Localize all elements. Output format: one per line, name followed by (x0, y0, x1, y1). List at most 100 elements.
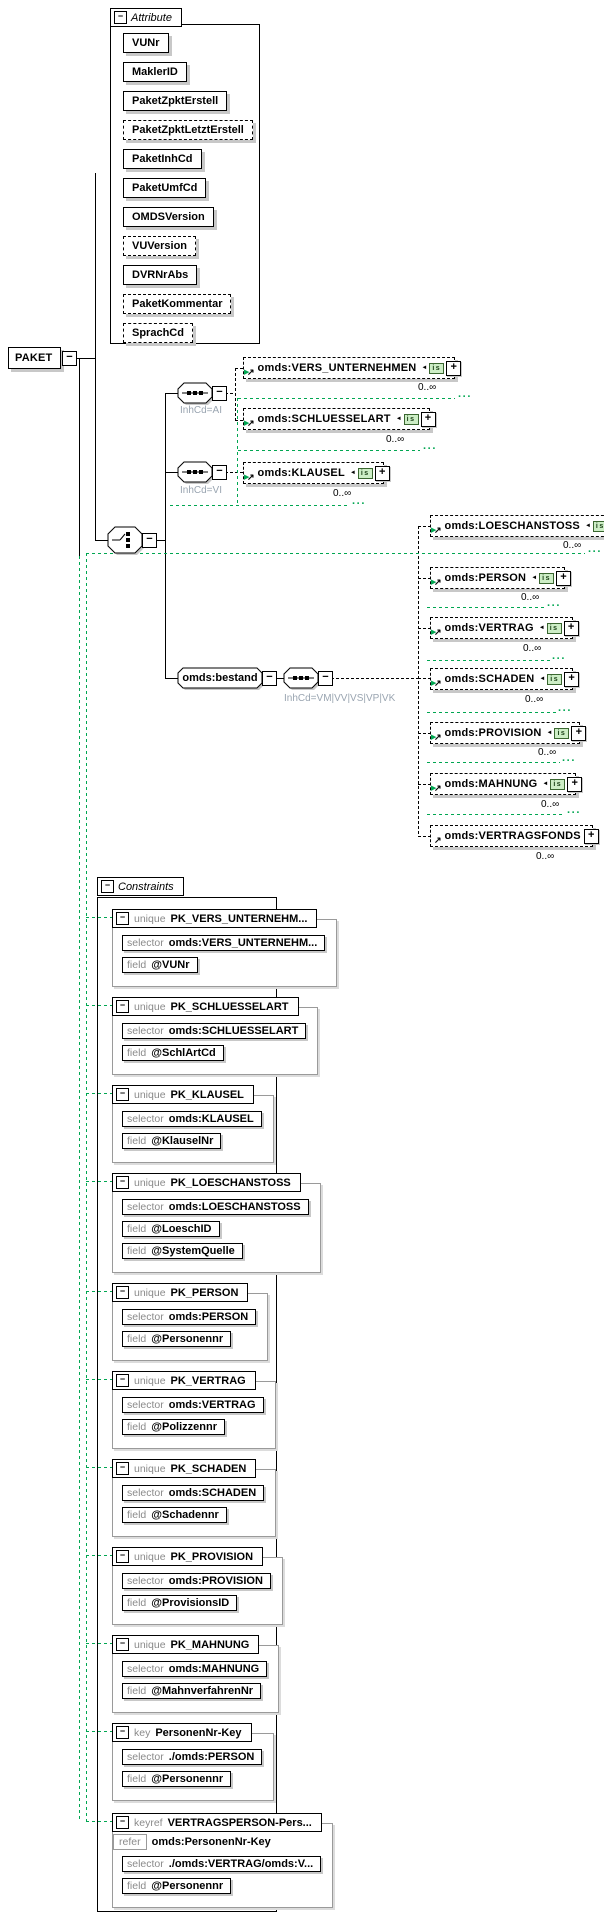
field-row[interactable]: field @VUNr (122, 957, 198, 973)
collapse-icon[interactable]: − (116, 912, 129, 925)
element-loeschanstoss[interactable]: ↗ omds:LOESCHANSTOSS ◄ is + (430, 515, 604, 537)
collapse-icon[interactable]: − (318, 671, 333, 686)
constraint-header[interactable]: − unique PK_SCHLUESSELART (112, 997, 299, 1016)
constraints-tab[interactable]: − Constraints (97, 877, 184, 896)
collapse-icon[interactable]: − (116, 1816, 129, 1829)
expand-icon[interactable]: + (556, 570, 571, 586)
field-row[interactable]: field @Personennr (122, 1331, 232, 1347)
collapse-icon[interactable]: − (101, 880, 114, 893)
constraint-header[interactable]: − unique PK_LOESCHANSTOSS (112, 1173, 301, 1192)
collapse-icon[interactable]: − (116, 1462, 129, 1475)
expand-icon[interactable]: + (583, 828, 599, 844)
collapse-icon[interactable]: − (62, 351, 77, 366)
constraint-header[interactable]: − unique PK_PROVISION (112, 1547, 264, 1566)
field-row[interactable]: field @SchlArtCd (122, 1045, 224, 1061)
constraint-header[interactable]: − unique PK_VERTRAG (112, 1371, 256, 1390)
selector-row[interactable]: selector ./omds:VERTRAG/omds:V... (122, 1856, 322, 1872)
field-row[interactable]: field @MahnverfahrenNr (122, 1683, 262, 1699)
collapse-icon[interactable]: − (116, 1088, 129, 1101)
element-schaden[interactable]: ↗ omds:SCHADEN ◄ is + (430, 668, 580, 690)
attribute-vuversion[interactable]: VUVersion (123, 236, 197, 256)
constraint-header[interactable]: − unique PK_MAHNUNG (112, 1635, 260, 1654)
element-vertrag[interactable]: ↗ omds:VERTRAG ◄ is + (430, 617, 579, 639)
collapse-icon[interactable]: − (116, 1176, 129, 1189)
attribute-tab-label: Attribute (131, 11, 172, 24)
occurrence-label: 0..∞ (563, 540, 582, 551)
selector-row[interactable]: selector omds:MAHNUNG (122, 1661, 268, 1677)
expand-icon[interactable]: + (374, 465, 390, 481)
element-paket[interactable]: PAKET (8, 347, 62, 369)
field-row[interactable]: field @SystemQuelle (122, 1243, 243, 1259)
collapse-icon[interactable]: − (116, 1550, 129, 1563)
element-provision[interactable]: ↗ omds:PROVISION ◄ is + (430, 722, 587, 744)
element-bestand[interactable]: omds:bestand (182, 672, 258, 684)
collapse-icon[interactable]: − (116, 1374, 129, 1387)
collapse-icon[interactable]: − (262, 671, 277, 686)
attribute-dvrnrabs[interactable]: DVRNrAbs (123, 265, 198, 285)
expand-icon[interactable]: + (420, 411, 436, 427)
collapse-icon[interactable]: − (116, 1638, 129, 1651)
attribute-paketkommentar[interactable]: PaketKommentar (123, 294, 232, 314)
constraint-header[interactable]: − key PersonenNr-Key (112, 1723, 252, 1742)
refer-keyword: refer (113, 1834, 147, 1850)
attribute-paketzpkterstell[interactable]: PaketZpktErstell (123, 91, 228, 111)
collapse-icon[interactable]: − (212, 386, 227, 401)
selector-keyword: selector (127, 1399, 164, 1411)
expand-icon[interactable]: + (563, 620, 579, 636)
selector-row[interactable]: selector omds:PROVISION (122, 1573, 271, 1589)
collapse-icon[interactable]: − (114, 11, 127, 24)
collapse-icon[interactable]: − (116, 1726, 129, 1739)
element-mahnung[interactable]: ↗ omds:MAHNUNG ◄ is + (430, 773, 583, 795)
field-value: @MahnverfahrenNr (151, 1685, 254, 1697)
attribute-paketzpktletzterstell[interactable]: PaketZpktLetztErstell (123, 120, 253, 140)
field-row[interactable]: field @LoeschID (122, 1221, 220, 1237)
element-person[interactable]: ↗ omds:PERSON ◄ is + (430, 567, 571, 589)
collapse-icon[interactable]: − (142, 533, 157, 548)
selector-row[interactable]: selector omds:LOESCHANSTOSS (122, 1199, 309, 1215)
attribute-paketinhcd[interactable]: PaketInhCd (123, 149, 202, 169)
field-row[interactable]: field @ProvisionsID (122, 1595, 238, 1611)
attribute-omdsversion[interactable]: OMDSVersion (123, 207, 214, 227)
attribute-vunr[interactable]: VUNr (123, 33, 169, 53)
attribute-sprachcd[interactable]: SprachCd (123, 323, 193, 343)
expand-icon[interactable]: + (571, 725, 587, 741)
selector-row[interactable]: selector omds:SCHADEN (122, 1485, 265, 1501)
constraint-header[interactable]: − keyref VERTRAGSPERSON-Pers... (112, 1813, 322, 1832)
selector-row[interactable]: selector omds:KLAUSEL (122, 1111, 262, 1127)
attribute-tab[interactable]: − Attribute (110, 8, 182, 27)
constraint-header[interactable]: − unique PK_PERSON (112, 1283, 249, 1302)
element-vers-unternehmen[interactable]: ↗ omds:VERS_UNTERNEHMEN ◄ is + (243, 357, 462, 379)
attribute-paketumfcd[interactable]: PaketUmfCd (123, 178, 207, 198)
element-klausel[interactable]: ↗ omds:KLAUSEL ◄ is + (243, 462, 390, 484)
attribute-maklerid[interactable]: MaklerID (123, 62, 187, 82)
collapse-icon[interactable]: − (212, 465, 227, 480)
constraint-kind: keyref (134, 1816, 163, 1829)
selector-row[interactable]: selector omds:VERS_UNTERNEHM... (122, 935, 326, 951)
field-row[interactable]: field @KlauselNr (122, 1133, 222, 1149)
constraint-header[interactable]: − unique PK_KLAUSEL (112, 1085, 254, 1104)
field-row[interactable]: field @Schadennr (122, 1507, 227, 1523)
field-row[interactable]: field @Personennr (122, 1771, 232, 1787)
element-name: omds:VERS_UNTERNEHMEN (257, 362, 417, 374)
collapse-icon[interactable]: − (116, 1000, 129, 1013)
refer-row[interactable]: refer omds:PersonenNr-Key (113, 1834, 321, 1850)
identity-badge-icon: is (357, 467, 373, 479)
expand-icon[interactable]: + (446, 360, 462, 376)
element-vertragsfonds[interactable]: ↗ omds:VERTRAGSFONDS + (430, 825, 599, 847)
selector-row[interactable]: selector ./omds:PERSON (122, 1749, 263, 1765)
selector-row[interactable]: selector omds:PERSON (122, 1309, 257, 1325)
collapse-icon[interactable]: − (116, 1286, 129, 1299)
selector-row[interactable]: selector omds:SCHLUESSELART (122, 1023, 307, 1039)
constraint-header[interactable]: − unique PK_SCHADEN (112, 1459, 257, 1478)
expand-icon[interactable]: + (564, 671, 580, 687)
field-row[interactable]: field @Polizzennr (122, 1419, 225, 1435)
element-schluesselart[interactable]: ↗ omds:SCHLUESSELART ◄ is + (243, 408, 436, 430)
constraint-kind: unique (134, 1176, 166, 1189)
constraint-name: PK_PROVISION (170, 1550, 254, 1563)
field-row[interactable]: field @Personennr (122, 1878, 232, 1894)
expand-icon[interactable]: + (567, 776, 583, 792)
selector-row[interactable]: selector omds:VERTRAG (122, 1397, 264, 1413)
selector-value: ./omds:PERSON (168, 1751, 255, 1763)
constraint-header[interactable]: − unique PK_VERS_UNTERNEHM... (112, 909, 318, 928)
